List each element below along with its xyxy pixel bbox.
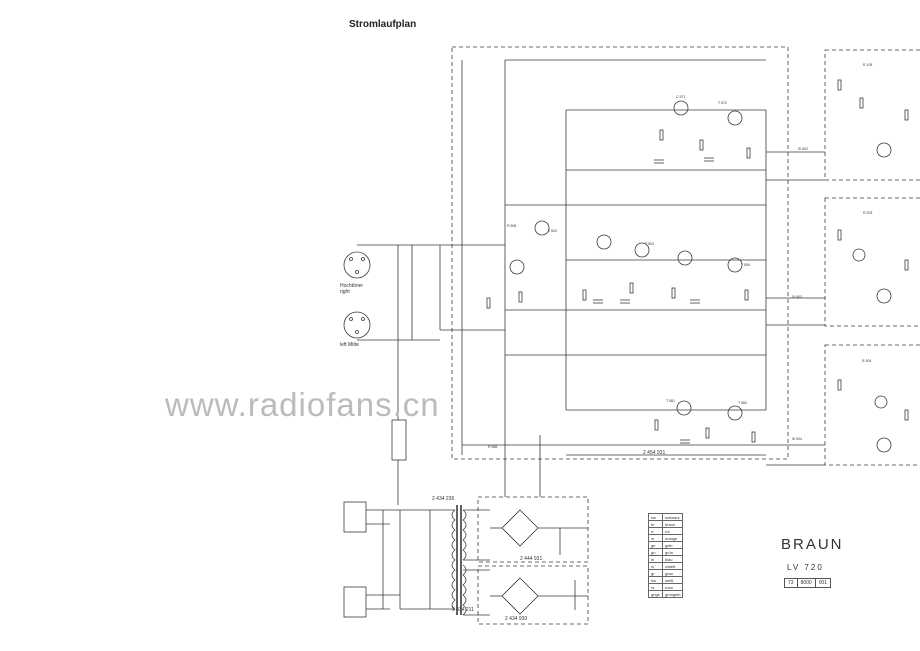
color-code-name: weiß	[661, 576, 684, 584]
revision-cell: 001	[818, 580, 828, 586]
right-board-1-outline	[824, 49, 920, 181]
color-code-abbr: vi	[648, 562, 663, 570]
color-code-abbr: br	[648, 520, 663, 528]
mains-socket-bottom	[343, 586, 367, 618]
color-code-name: schwarz	[661, 513, 684, 521]
mains-socket-top	[343, 501, 367, 533]
svg-text:C 571: C 571	[676, 95, 685, 99]
color-code-abbr: gr	[648, 569, 663, 577]
color-code-abbr: ws	[648, 576, 663, 584]
color-code-name: rosa	[661, 583, 684, 591]
color-code-abbr: rs	[648, 583, 663, 591]
input-socket-bottom	[343, 311, 371, 339]
svg-text:T 506: T 506	[741, 263, 750, 267]
socket-bottom-label: left Mitte	[340, 342, 359, 348]
transformer-part-number: 2 434 236	[432, 496, 455, 502]
color-code-abbr: ge	[648, 541, 663, 549]
color-code-name: grüngelb	[661, 590, 684, 598]
revision-cell: 8000	[798, 579, 816, 587]
socket-top-label: Hochtöner right	[340, 283, 364, 295]
svg-text:T 582: T 582	[738, 401, 747, 405]
svg-text:T 502: T 502	[548, 229, 557, 233]
input-socket-top	[343, 251, 371, 279]
svg-text:Si 503: Si 503	[792, 295, 802, 299]
main-board-part-number: 2 454 931	[643, 450, 666, 456]
color-code-name: violett	[661, 562, 684, 570]
svg-text:R 566: R 566	[488, 445, 497, 449]
color-code-abbr: bl	[648, 555, 663, 563]
bridge-rectifier-a	[501, 509, 539, 547]
color-code-abbr: gnge	[648, 590, 663, 598]
svg-text:R 105: R 105	[863, 63, 872, 67]
revision-box: 73 8000 001	[784, 578, 832, 588]
svg-text:R 203: R 203	[863, 211, 872, 215]
svg-text:T 572: T 572	[718, 101, 727, 105]
bridge-rectifier-b	[501, 577, 539, 615]
svg-text:T 581: T 581	[666, 399, 675, 403]
model-number: LV 720	[787, 563, 824, 572]
main-board-outline	[451, 46, 789, 460]
right-board-3-outline	[824, 344, 920, 466]
svg-text:Si 504: Si 504	[792, 437, 802, 441]
color-code-name: gelb	[661, 541, 684, 549]
color-code-name: blau	[661, 555, 684, 563]
brand-logo: BRAUN	[781, 536, 844, 553]
svg-text:R 304: R 304	[862, 359, 871, 363]
color-code-name: braun	[661, 520, 684, 528]
color-code-name: grau	[661, 569, 684, 577]
transistor-t571	[673, 100, 689, 116]
color-code-name: grün	[661, 548, 684, 556]
color-code-name: orange	[661, 534, 684, 542]
revision-cell: 73	[785, 579, 798, 587]
right-board-2-outline	[824, 197, 920, 327]
color-code-name: rot	[661, 527, 684, 535]
color-code-abbr: gn	[648, 548, 663, 556]
color-code-abbr: or	[648, 534, 663, 542]
watermark: www.radiofans.cn	[165, 386, 440, 423]
svg-text:Si 502: Si 502	[798, 147, 808, 151]
transformer-lower-part-number: 2 434 211	[452, 607, 474, 613]
rectifier-b-part-number: 2 434 930	[505, 616, 528, 622]
color-code-abbr: rt	[648, 527, 663, 535]
rectifier-a-part-number: 2 444 931	[520, 556, 543, 562]
svg-text:T 504: T 504	[645, 242, 654, 246]
svg-text:R 506: R 506	[507, 224, 516, 228]
page-title: Stromlaufplan	[349, 19, 417, 30]
rectifier-board-a-outline	[477, 496, 589, 563]
rectifier-board-b-outline	[477, 565, 589, 625]
color-code-abbr: sw	[648, 513, 663, 521]
